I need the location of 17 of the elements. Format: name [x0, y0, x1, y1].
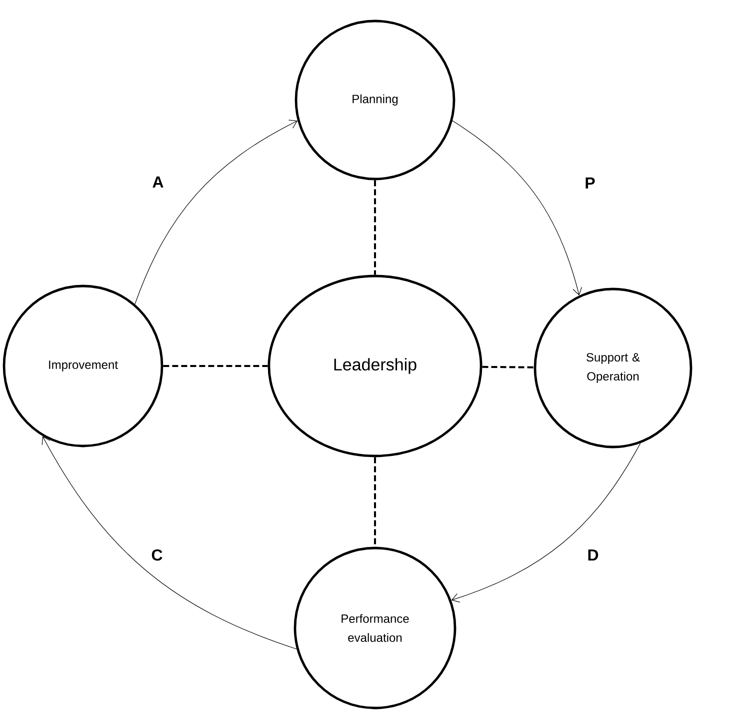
- curved-arrow: [42, 436, 297, 650]
- dashed-line: [163, 365, 268, 367]
- edge-label: C: [152, 549, 162, 561]
- ellipse-node: Improvement: [2, 284, 164, 448]
- edge-label: A: [152, 176, 164, 188]
- dashed-line: [374, 180, 376, 275]
- edge-label: P: [586, 178, 595, 188]
- dashed-line: [374, 457, 376, 547]
- ellipse-node: Leadership: [268, 274, 482, 458]
- curved-arrow: [451, 442, 641, 603]
- edge-label: D: [588, 550, 598, 560]
- curved-arrow: [134, 120, 298, 304]
- curved-arrow: [452, 120, 582, 296]
- dashed-line: [482, 366, 534, 368]
- circle-node: Planning: [294, 20, 456, 180]
- circle-node: Performance evaluation: [294, 546, 456, 710]
- ellipse-node: Support & Operation: [534, 288, 692, 448]
